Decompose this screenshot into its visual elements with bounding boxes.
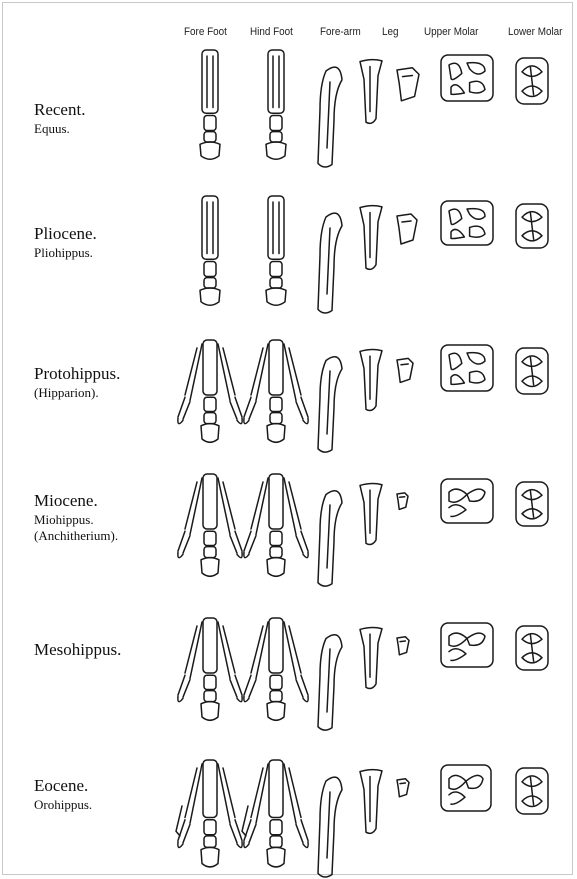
leg-drawing xyxy=(397,493,408,510)
lower-molar-drawing xyxy=(516,348,548,394)
leg-drawing xyxy=(397,779,409,797)
leg-drawing xyxy=(397,68,419,101)
fore-arm-drawing xyxy=(318,777,342,877)
lower-molar-drawing xyxy=(516,204,548,248)
leg-drawing xyxy=(397,358,413,382)
upper-molar-drawing xyxy=(441,55,493,101)
leg-drawing xyxy=(397,214,417,244)
upper-molar-drawing xyxy=(441,479,493,523)
tibia-drawing xyxy=(360,206,382,270)
fore-arm-drawing xyxy=(318,213,342,313)
hind-foot-drawing xyxy=(266,50,286,159)
fore-arm-drawing xyxy=(318,491,342,586)
leg-drawing xyxy=(397,637,409,655)
fore-foot-drawing xyxy=(200,50,220,159)
lower-molar-drawing xyxy=(516,482,548,526)
fore-foot-drawing xyxy=(200,196,220,305)
hind-foot-drawing xyxy=(266,196,286,305)
fore-arm-drawing xyxy=(318,357,342,452)
upper-molar-drawing xyxy=(441,345,493,391)
lower-molar-drawing xyxy=(516,768,548,814)
fore-foot-drawing xyxy=(178,618,242,720)
lower-molar-drawing xyxy=(516,58,548,104)
tibia-drawing xyxy=(360,484,382,545)
hind-foot-drawing xyxy=(244,340,308,442)
upper-molar-drawing xyxy=(441,765,491,811)
upper-molar-drawing xyxy=(441,201,493,245)
fore-foot-drawing xyxy=(178,340,242,442)
lower-molar-drawing xyxy=(516,626,548,670)
fore-foot-drawing xyxy=(176,760,242,867)
hind-foot-drawing xyxy=(242,760,308,867)
tibia-drawing xyxy=(360,60,382,124)
fore-foot-drawing xyxy=(178,474,242,576)
tibia-drawing xyxy=(360,770,382,834)
hind-foot-drawing xyxy=(244,474,308,576)
tibia-drawing xyxy=(360,350,382,411)
hind-foot-drawing xyxy=(244,618,308,720)
fore-arm-drawing xyxy=(318,635,342,730)
fore-arm-drawing xyxy=(318,67,342,167)
upper-molar-drawing xyxy=(441,623,493,667)
tibia-drawing xyxy=(360,628,382,689)
